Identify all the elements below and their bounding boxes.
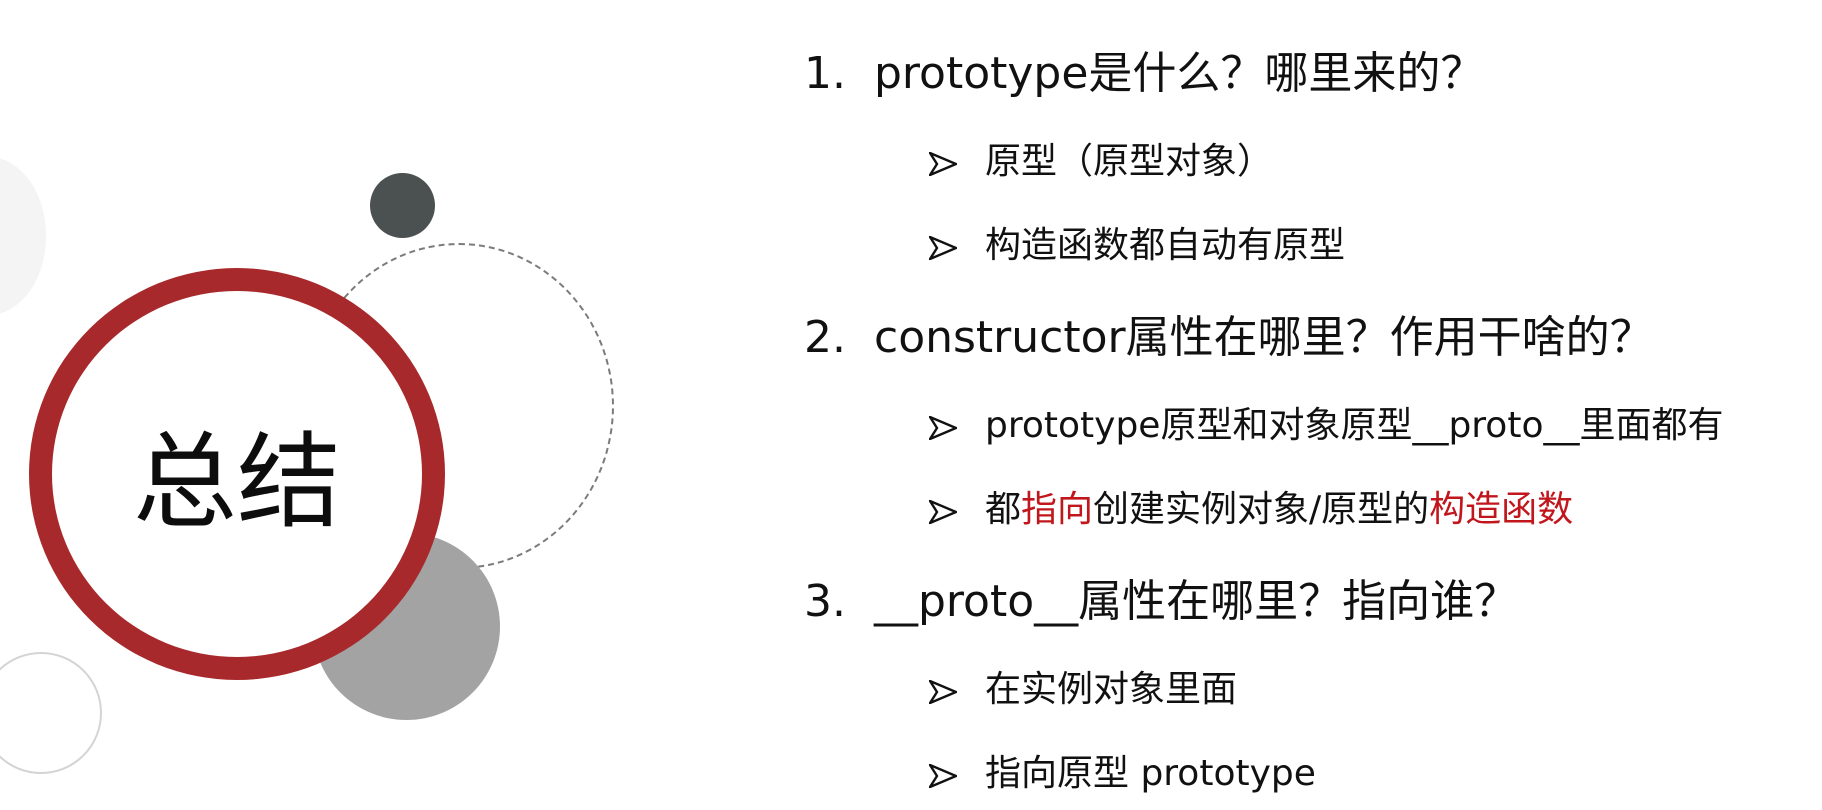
bullet-text: 指向原型 prototype	[985, 753, 1316, 794]
slide-title: 总结	[132, 420, 341, 543]
bullet-text: 构造函数都自动有原型	[985, 225, 1346, 266]
arrowhead-bullet-icon	[929, 764, 957, 788]
arrowhead-bullet-icon	[929, 236, 957, 260]
question-3: 3. __proto__属性在哪里？指向谁？	[804, 574, 1518, 630]
question-number: 1.	[804, 48, 846, 99]
question-text: constructor属性在哪里？作用干啥的？	[874, 312, 1654, 363]
decor-circle-outline	[0, 652, 102, 774]
arrowhead-bullet-icon	[929, 680, 957, 704]
bullet-text-part: 创建实例对象/原型的	[1093, 489, 1430, 530]
question-number: 3.	[804, 576, 846, 627]
decor-circle-dark	[370, 173, 435, 238]
question-2: 2. constructor属性在哪里？作用干啥的？	[804, 310, 1654, 366]
question-text: __proto__属性在哪里？指向谁？	[874, 576, 1519, 627]
arrowhead-bullet-icon	[929, 152, 957, 176]
arrowhead-bullet-icon	[929, 416, 957, 440]
highlight-text: 指向	[1021, 489, 1094, 530]
arrowhead-bullet-icon	[929, 500, 957, 524]
question-number: 2.	[804, 312, 846, 363]
bullet-text-part: 都	[985, 489, 1022, 530]
question-text: prototype是什么？哪里来的？	[874, 48, 1485, 99]
bullet-text: 原型（原型对象）	[985, 141, 1274, 182]
bullet-text: prototype原型和对象原型__proto__里面都有	[985, 405, 1724, 446]
question-1: 1. prototype是什么？哪里来的？	[804, 46, 1484, 102]
bullet-text: 都指向创建实例对象/原型的构造函数	[985, 486, 1573, 534]
bullet-text: 在实例对象里面	[985, 669, 1238, 710]
highlight-text: 构造函数	[1429, 489, 1574, 530]
